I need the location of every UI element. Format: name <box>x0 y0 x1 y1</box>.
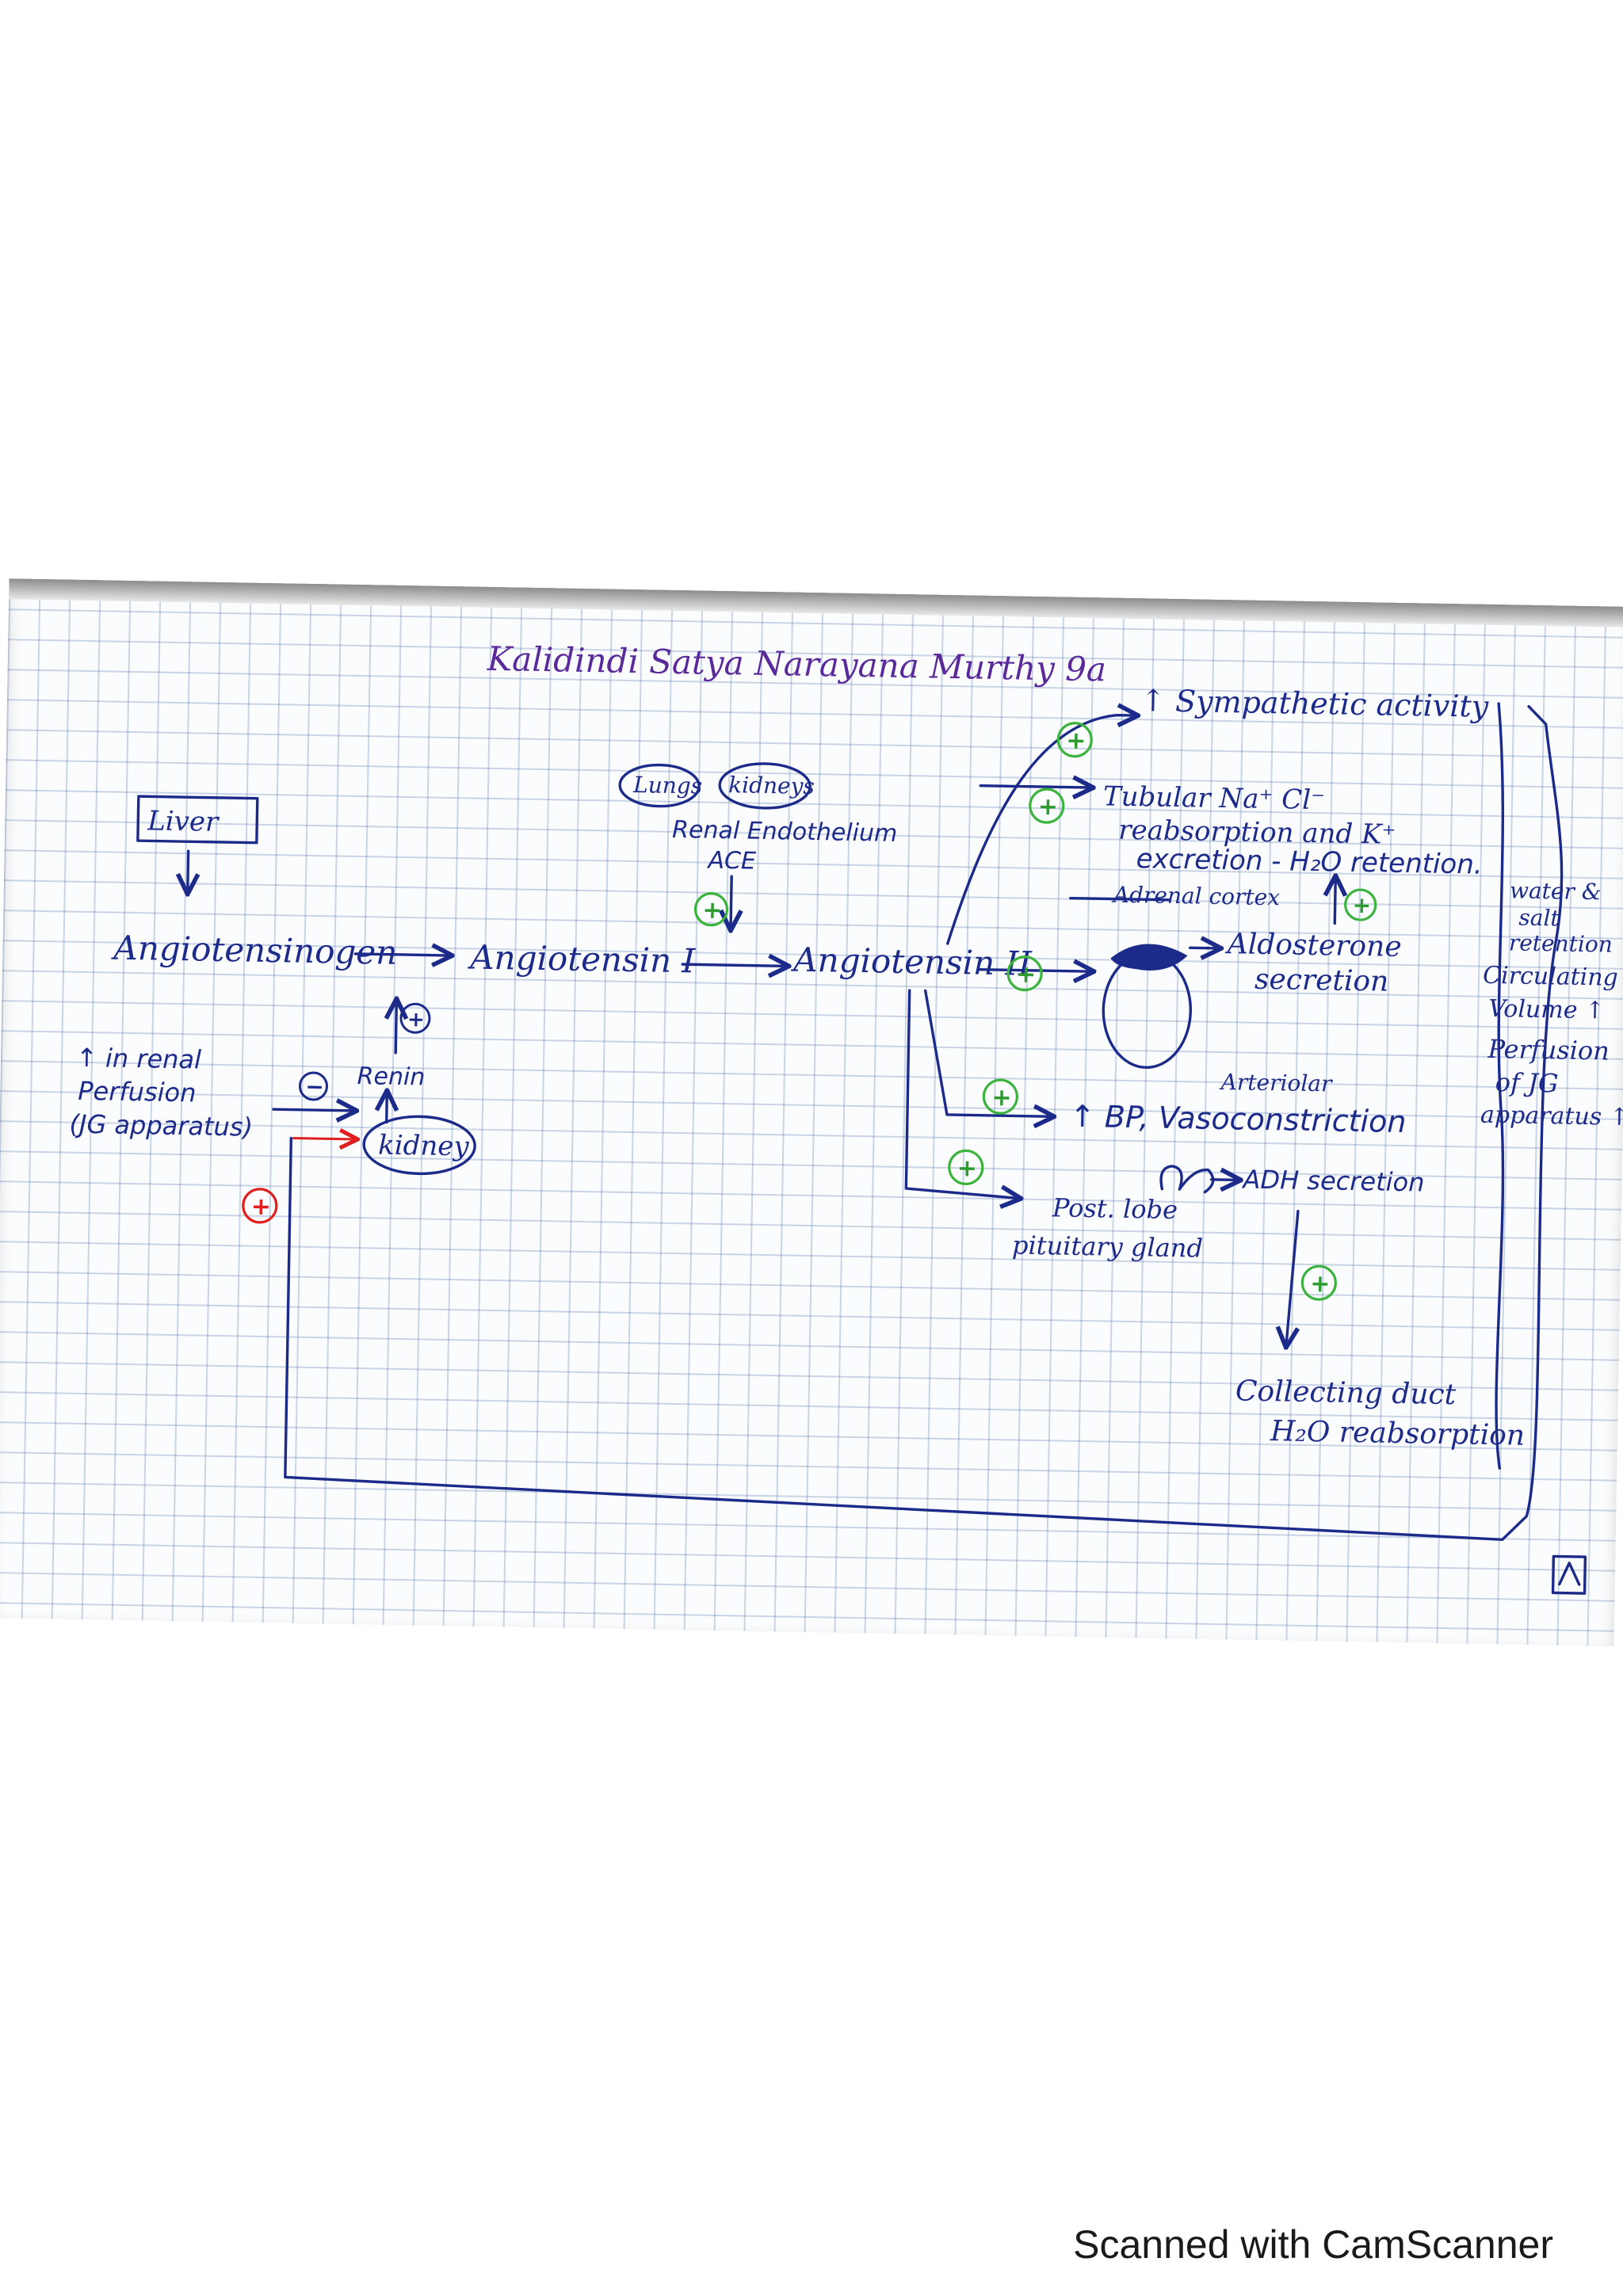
aldosterone-plus-sign <box>1006 955 1043 992</box>
adrenal-cortex-label: Adrenal cortex <box>1111 882 1281 911</box>
renin-label: Renin <box>357 1062 425 1091</box>
feedback-loop-line <box>284 705 1564 1541</box>
perfusion-to-kidney-arrow <box>272 1109 355 1111</box>
liver-box <box>136 795 259 845</box>
bp-plus-sign <box>982 1078 1018 1115</box>
scanner-watermark: Scanned with CamScanner <box>1073 2222 1553 2267</box>
renin-plus-text: + <box>407 1008 425 1032</box>
water-line-7: of JG <box>1495 1067 1558 1098</box>
arrow-ang1-to-ang2 <box>681 964 787 966</box>
kidney-to-renin-arrow <box>387 1093 388 1124</box>
water-line-6: Perfusion <box>1487 1034 1610 1066</box>
kidney-oval <box>362 1115 476 1176</box>
bp-plus-text: + <box>991 1084 1012 1112</box>
adh-plus-sign <box>1300 1264 1337 1301</box>
ace-label: ACE <box>706 847 756 875</box>
corner-mark <box>1551 1554 1587 1595</box>
branch-pituitary <box>904 989 1023 1198</box>
ace-plus-text: + <box>702 897 723 925</box>
pituitary-drawing <box>1159 1165 1215 1194</box>
author-name: Kalidindi Satya Narayana Murthy 9a <box>487 639 1107 689</box>
branch-aldosterone <box>977 970 1092 971</box>
water-line-5: Volume ↑ <box>1488 995 1605 1025</box>
water-line-8: apparatus ↑ <box>1480 1101 1623 1131</box>
tubular-line-3: excretion - H₂O retention. <box>1136 843 1483 881</box>
tubular-plus-sign <box>1029 788 1065 824</box>
water-line-1: water & <box>1510 877 1602 905</box>
renal-endothelium-label: Renal Endothelium <box>672 816 898 848</box>
tubular-line-1: Tubular Na⁺ Cl⁻ <box>1103 780 1326 816</box>
tubular-line-2: reabsorption and K⁺ <box>1118 814 1396 851</box>
adh-plus-text: + <box>1310 1270 1331 1298</box>
branch-tubular <box>979 786 1091 788</box>
kidneys-label: kidneys <box>728 772 815 799</box>
kidney-label: kidney <box>378 1129 470 1162</box>
diagram-canvas: Kalidindi Satya Narayana Murthy 9a Liver… <box>69 639 1623 1595</box>
aldosterone-line-2: secretion <box>1254 963 1389 998</box>
tubular-plus-text: + <box>1037 793 1058 821</box>
pituitary-line-1: Post. lobe <box>1052 1192 1178 1225</box>
adh-to-collecting-arrow <box>1286 1210 1298 1346</box>
liver-label: Liver <box>147 805 220 838</box>
sympathetic-plus-sign <box>1056 722 1093 758</box>
aldosterone-plus-text: + <box>1016 960 1037 988</box>
angiotensin-2-label: Angiotensin II <box>790 940 1033 983</box>
kidneys-oval <box>718 762 812 810</box>
water-line-2: salt <box>1518 905 1560 932</box>
angiotensin-1-label: Angiotensin I <box>467 937 697 980</box>
liver-down-arrow <box>188 849 189 892</box>
sympathetic-label: ↑ Sympathetic activity <box>1140 683 1489 724</box>
adrenal-cortex-cap <box>1110 944 1188 971</box>
branch-bp <box>924 989 1055 1116</box>
renal-perfusion-line-3: (JG apparatus) <box>69 1109 253 1142</box>
water-line-3: retention <box>1509 929 1613 957</box>
arteriolar-label: Arteriolar <box>1218 1069 1333 1097</box>
collecting-line-2: H₂O reabsorption <box>1270 1415 1526 1452</box>
perfusion-minus-text: − <box>305 1074 324 1100</box>
pituitary-plus-sign <box>948 1149 984 1186</box>
renin-plus-sign <box>399 1002 431 1034</box>
aldosterone-feedback-plus-text: + <box>1352 892 1371 918</box>
renal-perfusion-line-1: ↑ in renal <box>76 1043 202 1075</box>
renal-perfusion-line-2: Perfusion <box>78 1076 197 1108</box>
adrenal-cortex-underline <box>1069 896 1170 902</box>
angiotensinogen-label: Angiotensinogen <box>110 929 398 972</box>
aldosterone-feedback-plus <box>1344 888 1377 921</box>
perfusion-minus-sign <box>298 1071 328 1101</box>
feedback-plus-text: + <box>251 1193 272 1221</box>
effects-bracket <box>1495 702 1505 1470</box>
arrow-angiotensinogen-to-ang1 <box>353 954 450 955</box>
feedback-plus-sign <box>242 1188 278 1224</box>
pituitary-plus-text: + <box>957 1154 977 1182</box>
corner-mark-tick <box>1558 1562 1581 1586</box>
collecting-line-1: Collecting duct <box>1235 1375 1457 1411</box>
lungs-oval <box>618 763 701 808</box>
aldosterone-line-1: Aldosterone <box>1224 928 1402 963</box>
graph-paper-sheet: Kalidindi Satya Narayana Murthy 9a Liver… <box>0 578 1623 1646</box>
bp-label: ↑ BP, Vasoconstriction <box>1070 1099 1407 1139</box>
pituitary-line-2: pituitary gland <box>1012 1230 1203 1263</box>
branch-sympathetic <box>946 712 1136 945</box>
water-line-4: Circulating <box>1483 962 1618 992</box>
sympathetic-plus-text: + <box>1066 727 1086 755</box>
feedback-red-arrow <box>292 1138 356 1139</box>
renin-up-arrow <box>395 1001 396 1055</box>
adh-label: ADH secretion <box>1241 1164 1424 1197</box>
ace-plus-sign <box>693 892 729 927</box>
lungs-label: Lungs <box>632 772 703 799</box>
